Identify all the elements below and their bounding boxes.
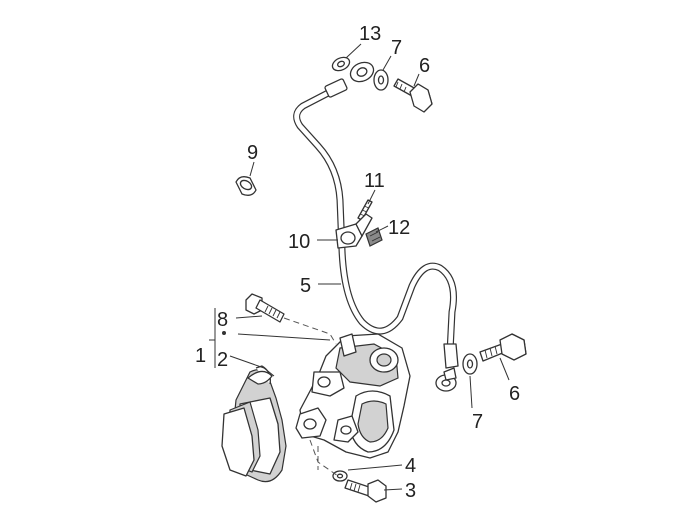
hose-guide-10[interactable]: [335, 213, 373, 249]
washer-7-lower[interactable]: [462, 353, 478, 375]
callout-1: 1: [195, 345, 206, 367]
callout-11: 11: [364, 170, 385, 192]
callout-7-lower: 7: [472, 411, 483, 433]
assembly-lines: [283, 317, 339, 477]
callout-8: 8: [217, 309, 228, 331]
callout-4: 4: [405, 455, 416, 477]
clip-12[interactable]: [365, 227, 383, 247]
brake-hose[interactable]: [293, 88, 457, 356]
lower-banjo-fitting: [435, 343, 459, 392]
callout-12: 12: [388, 217, 410, 239]
brake-pads-2[interactable]: [221, 365, 287, 483]
callout-labels: 13 7 6 9 11 12 10 5 8 1 2 6 7 4 3: [195, 23, 520, 502]
washer-4[interactable]: [332, 470, 348, 482]
callout-3: 3: [405, 480, 416, 502]
callout-6-upper: 6: [419, 55, 430, 77]
callout-2: 2: [217, 349, 228, 371]
leader-lines: [209, 43, 510, 491]
upper-banjo-fitting: [324, 61, 375, 98]
callout-10: 10: [288, 231, 310, 253]
callout-6-lower: 6: [509, 383, 520, 405]
banjo-bolt-6-lower[interactable]: [479, 333, 527, 362]
bolt-3[interactable]: [344, 479, 387, 503]
washer-7-upper[interactable]: [373, 69, 389, 91]
hose-clip-9[interactable]: [235, 176, 257, 196]
leader-dot: [222, 331, 226, 335]
washer-13[interactable]: [330, 55, 351, 73]
callout-9: 9: [247, 142, 258, 164]
banjo-bolt-6-upper[interactable]: [393, 78, 433, 113]
bolt-8[interactable]: [245, 293, 285, 323]
callout-5: 5: [300, 275, 311, 297]
callout-7-upper: 7: [391, 37, 402, 59]
brake-caliper-body[interactable]: [295, 333, 411, 459]
callout-13: 13: [359, 23, 381, 45]
